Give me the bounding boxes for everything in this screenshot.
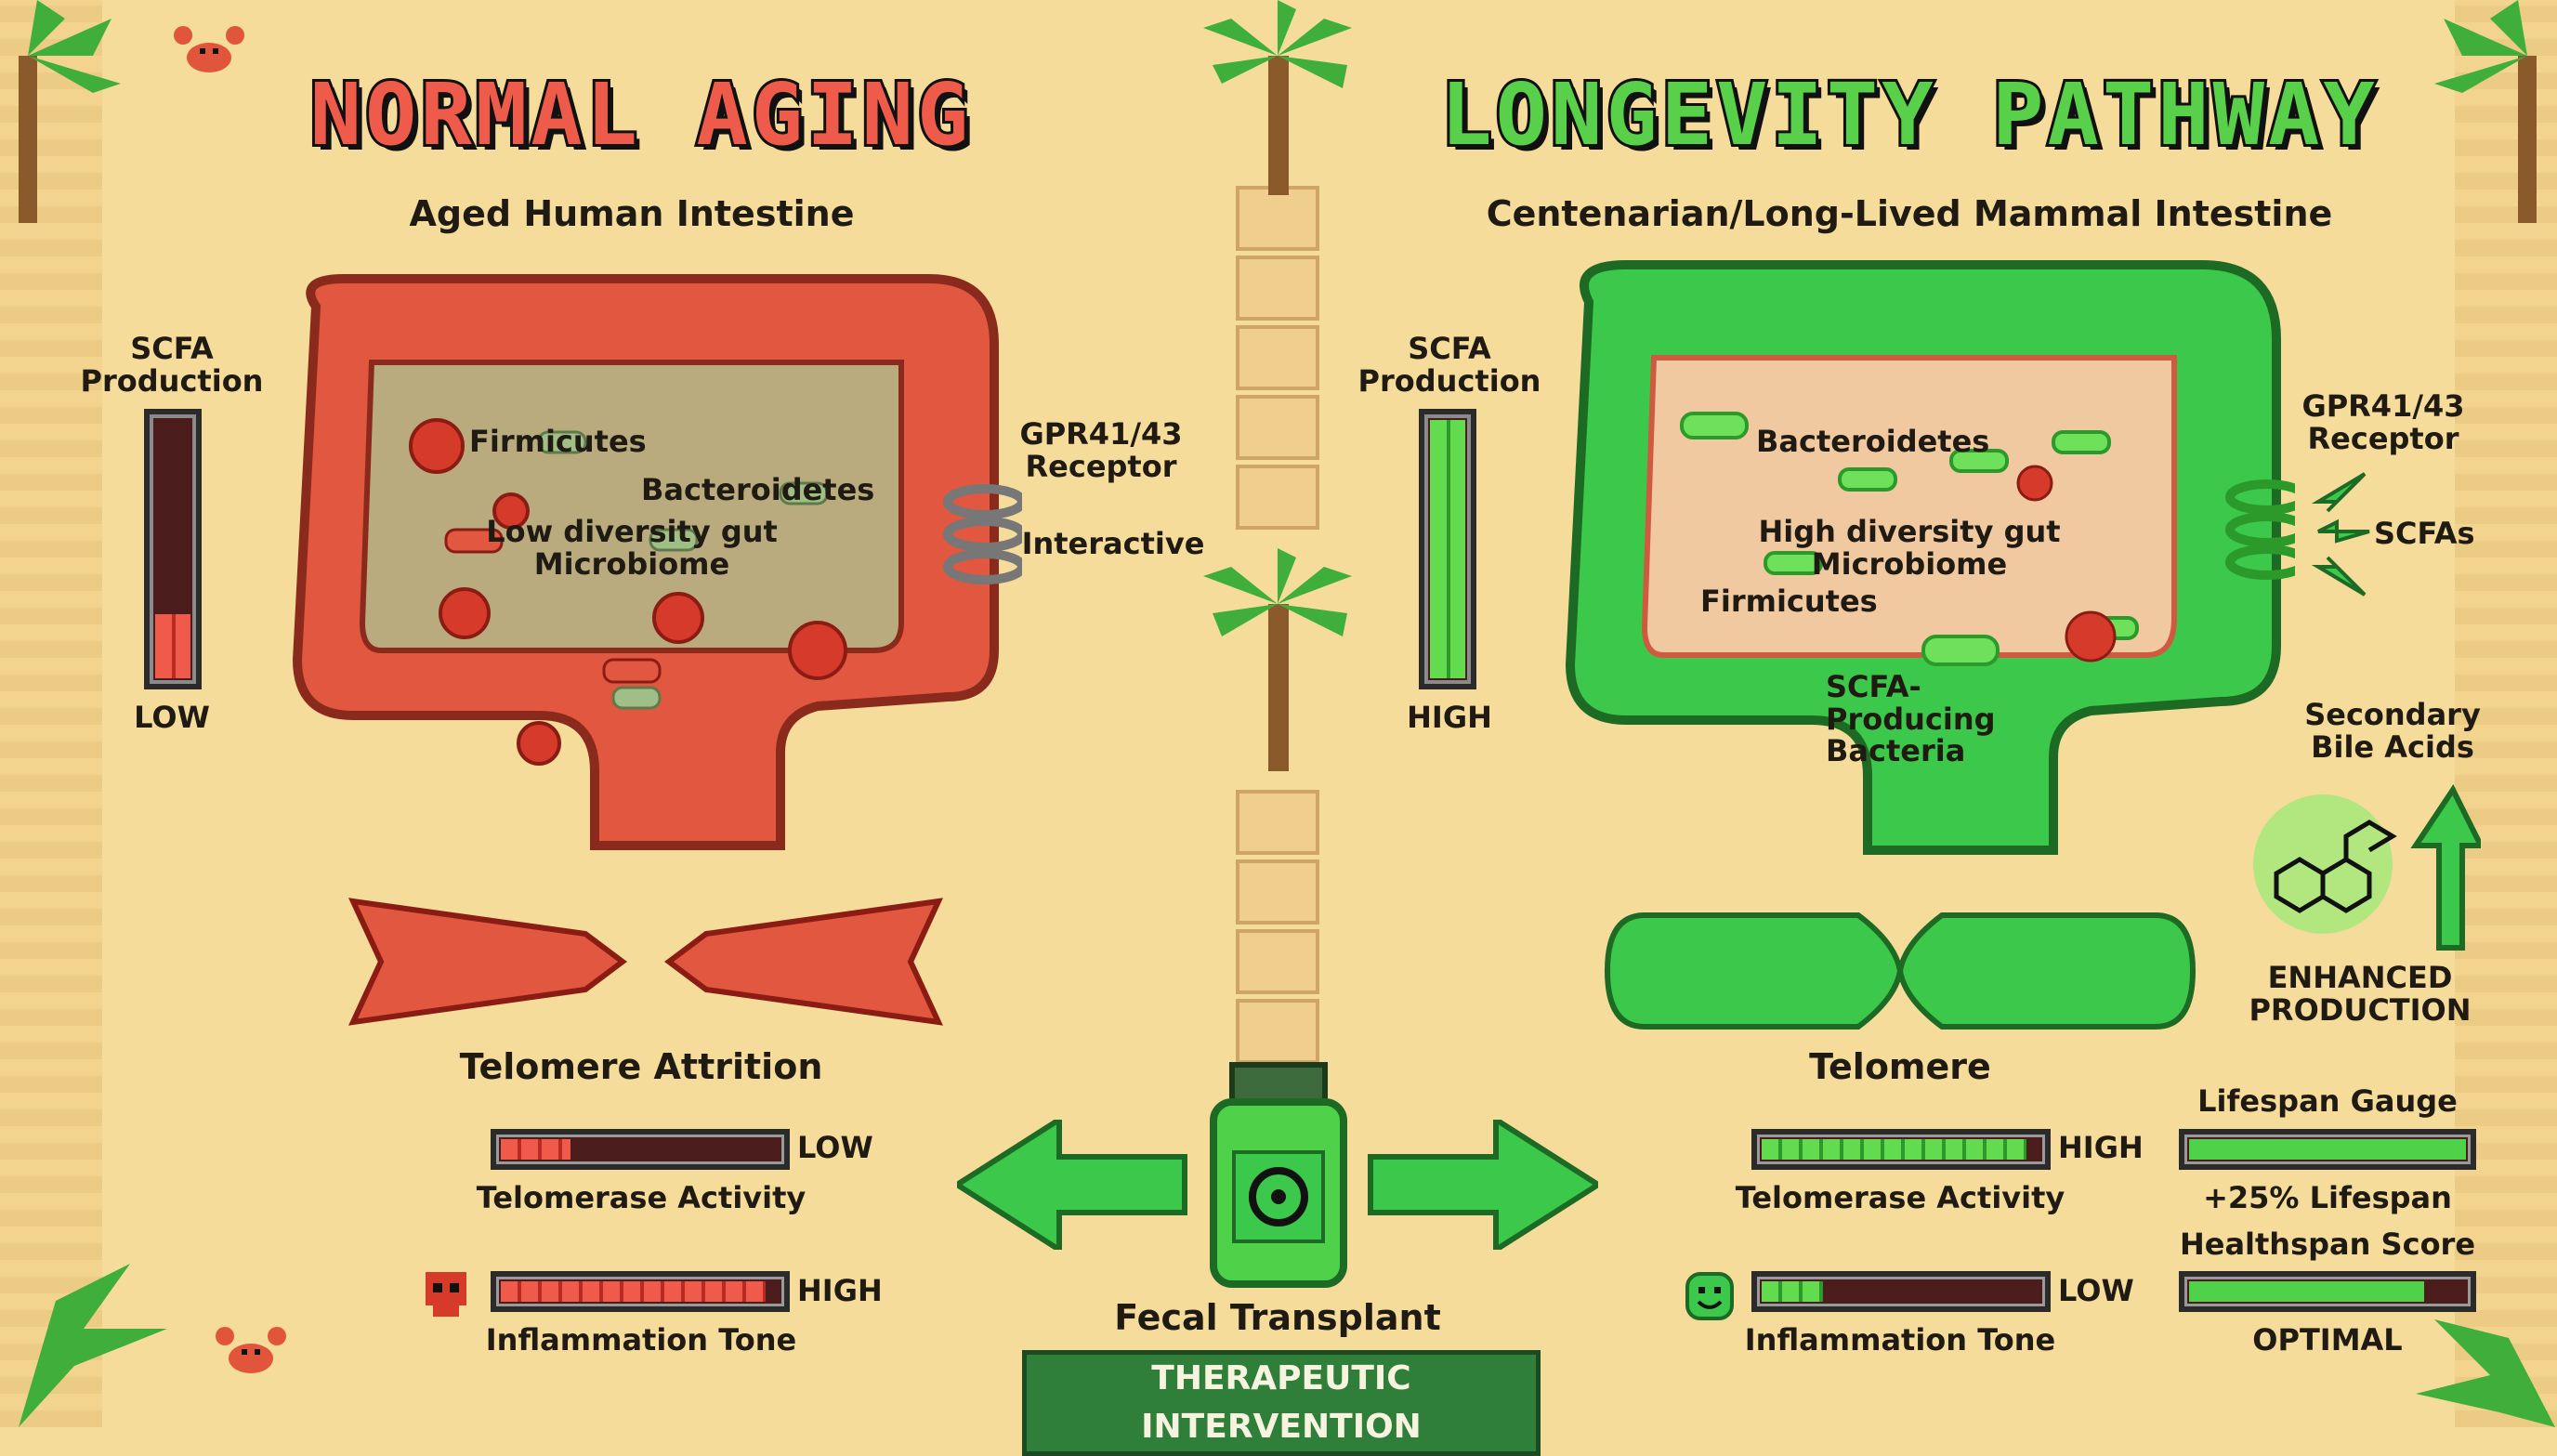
left-scfa-meter-fill [155, 613, 190, 678]
right-scfa-meter [1419, 409, 1476, 689]
scfa-arrows-icon [2311, 472, 2370, 597]
transplant-label: Fecal Transplant [1114, 1297, 1441, 1338]
palm-tree-icon [2434, 0, 2537, 223]
gpr-receptor-icon [2225, 479, 2295, 580]
palm-tree-icon [2416, 1319, 2555, 1427]
left-receptor-label: GPR41/43 Receptor [1019, 416, 1183, 484]
left-sand-edge [0, 0, 102, 1427]
right-telomerase-label: Telomerase Activity [1735, 1180, 2065, 1215]
left-scfa-meter [144, 409, 202, 689]
right-subtitle: Centenarian/Long-Lived Mammal Intestine [1486, 193, 2333, 234]
right-scfa-meter-fill [1430, 420, 1465, 678]
left-inflammation-bar [491, 1271, 790, 1312]
left-telomere-label: Telomere Attrition [459, 1046, 823, 1087]
crab-icon [216, 1327, 286, 1373]
left-subtitle: Aged Human Intestine [409, 193, 855, 234]
left-inflammation-level: HIGH [797, 1273, 883, 1308]
right-inflammation-fill [1762, 1281, 1823, 1302]
left-arrow-icon [957, 1120, 1187, 1250]
palm-tree-icon [19, 1264, 167, 1427]
right-receptor-label: GPR41/43 Receptor [2301, 388, 2465, 456]
broken-telomere-icon [347, 898, 944, 1026]
right-arrow-icon [1368, 1120, 1598, 1250]
right-scfa-arrow-label: SCFAs [2374, 516, 2475, 551]
healthspan-fill [2189, 1281, 2425, 1302]
right-bile-label: Secondary Bile Acids [2304, 697, 2481, 765]
right-inflammation-bar [1751, 1271, 2051, 1312]
bacteroidetes-bacteria [1680, 412, 2139, 666]
left-title: NORMAL AGING [308, 62, 973, 167]
left-telomerase-bar [491, 1129, 790, 1170]
right-diversity-label: High diversity gut Microbiome [1758, 514, 2061, 582]
right-telomerase-bar [1751, 1129, 2051, 1170]
lifespan-value: +25% Lifespan [2203, 1180, 2452, 1215]
right-firmicutes-label: Firmicutes [1700, 584, 1878, 619]
right-scfa-level: HIGH [1407, 700, 1492, 735]
left-receptor-state: Interactive [1021, 526, 1205, 561]
left-inflammation-fill [501, 1281, 766, 1302]
healthy-telomere-icon [1604, 912, 2196, 1030]
left-inflammation-label: Inflammation Tone [485, 1322, 797, 1358]
fecal-transplant-jar-icon[interactable] [1206, 1059, 1351, 1292]
crab-icon [174, 26, 244, 72]
left-telomerase-fill [501, 1139, 570, 1160]
right-enhanced-label: ENHANCED PRODUCTION [2249, 960, 2472, 1028]
aged-intestine-diagram [292, 274, 1022, 850]
right-title: LONGEVITY PATHWAY [1437, 62, 2379, 167]
palm-tree-icon [1203, 548, 1352, 771]
healthspan-value: OPTIMAL [2252, 1322, 2403, 1358]
left-telomerase-label: Telomerase Activity [476, 1180, 806, 1215]
right-telomere-label: Telomere [1809, 1046, 1991, 1087]
right-telomerase-level: HIGH [2058, 1130, 2144, 1165]
skull-icon [426, 1272, 466, 1317]
lifespan-gauge-fill [2189, 1139, 2466, 1160]
biohazard-icon [1249, 1167, 1308, 1226]
smiley-icon [1685, 1272, 1734, 1320]
lifespan-gauge-label: Lifespan Gauge [2197, 1083, 2458, 1119]
lifespan-gauge-bar [2179, 1129, 2476, 1170]
right-inflammation-level: LOW [2058, 1273, 2134, 1308]
bile-acid-molecule-icon [2253, 784, 2481, 951]
left-bacteroidetes-label: Bacteroidetes [641, 472, 875, 507]
right-sand-edge [2455, 0, 2557, 1427]
right-inflammation-label: Inflammation Tone [1744, 1322, 2056, 1358]
left-scfa-label: SCFA Production [80, 331, 264, 399]
left-telomerase-level: LOW [797, 1130, 873, 1165]
firmicutes-bacteria [2016, 465, 2117, 662]
left-diversity-label: Low diversity gut Microbiome [486, 514, 778, 582]
intervention-badge[interactable]: THERAPEUTIC INTERVENTION [1022, 1350, 1541, 1456]
right-scfa-label: SCFA Production [1357, 331, 1541, 399]
palm-tree-icon [19, 0, 121, 223]
right-telomerase-fill [1762, 1139, 2026, 1160]
left-firmicutes-label: Firmicutes [469, 424, 647, 459]
firmicutes-bacteria [409, 418, 847, 766]
right-scfa-bacteria-label: SCFA-Producing Bacteria [1826, 669, 1996, 769]
left-scfa-level: LOW [134, 700, 210, 735]
palm-tree-icon [1203, 0, 1352, 195]
right-bacteroidetes-label: Bacteroidetes [1756, 424, 1990, 459]
centenarian-intestine-diagram [1565, 260, 2295, 855]
bacteroidetes-bacteria [537, 430, 829, 710]
healthspan-bar [2179, 1271, 2476, 1312]
gpr-receptor-icon [943, 484, 1022, 584]
healthspan-label: Healthspan Score [2179, 1226, 2476, 1262]
